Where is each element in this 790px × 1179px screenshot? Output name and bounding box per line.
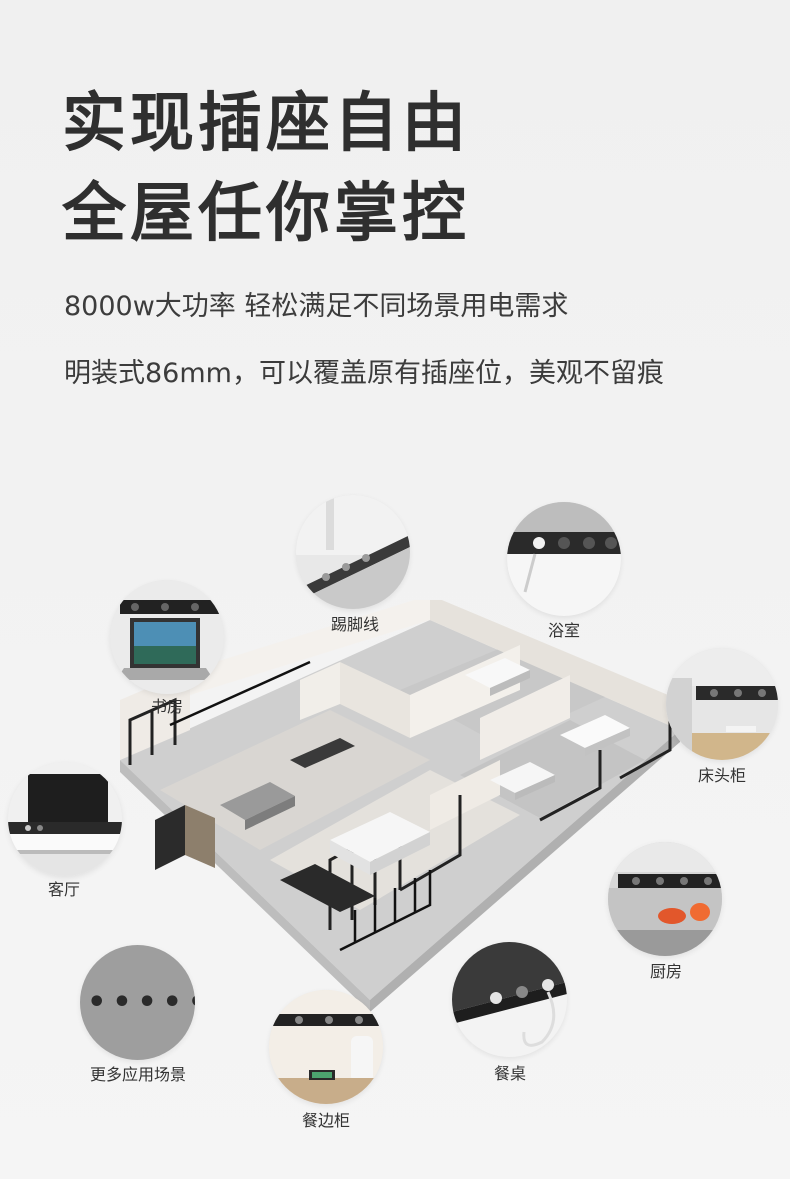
headline-line-1: 实现插座自由 xyxy=(62,87,470,161)
scene-label-bedside: 床头柜 xyxy=(697,766,747,785)
scene-photo-bathroom xyxy=(507,502,621,616)
scene-photo-living-room xyxy=(8,762,122,876)
scene-label-living-room: 客厅 xyxy=(47,880,81,899)
power-track-socket-photo xyxy=(110,580,224,694)
subtitle-power: 8000w大功率 轻松满足不同场景用电需求 xyxy=(64,291,569,322)
subtitle-install: 明装式86mm，可以覆盖原有插座位，美观不留痕 xyxy=(64,358,664,389)
scene-label-study: 书房 xyxy=(150,697,184,716)
scene-photo-kitchen xyxy=(608,842,722,956)
power-track-socket-photo xyxy=(8,762,122,876)
power-track-socket-photo xyxy=(507,502,621,616)
house-floorplan-illustration xyxy=(120,600,680,1012)
power-track-socket-photo xyxy=(296,495,410,609)
scene-photo-bedside xyxy=(666,648,778,760)
scene-label-more[interactable]: 更多应用场景 xyxy=(89,1065,187,1084)
scene-photo-dining-table xyxy=(452,942,567,1057)
power-track-socket-photo xyxy=(666,648,778,760)
scene-label-bathroom: 浴室 xyxy=(547,621,581,640)
power-track-socket-photo xyxy=(269,990,383,1104)
more-dots-icon: •••••• xyxy=(80,984,195,1020)
scene-photo-sideboard xyxy=(269,990,383,1104)
scene-label-baseboard: 踢脚线 xyxy=(330,615,380,634)
scene-label-kitchen: 厨房 xyxy=(649,962,683,981)
scene-label-dining-table: 餐桌 xyxy=(493,1064,527,1083)
scene-label-sideboard: 餐边柜 xyxy=(301,1111,351,1130)
power-track-socket-photo xyxy=(452,942,567,1057)
scene-more-bubble[interactable]: •••••• xyxy=(80,945,195,1060)
scene-photo-study xyxy=(110,580,224,694)
power-track-socket-photo xyxy=(608,842,722,956)
scene-photo-baseboard xyxy=(296,495,410,609)
headline-line-2: 全屋任你掌控 xyxy=(62,177,470,251)
